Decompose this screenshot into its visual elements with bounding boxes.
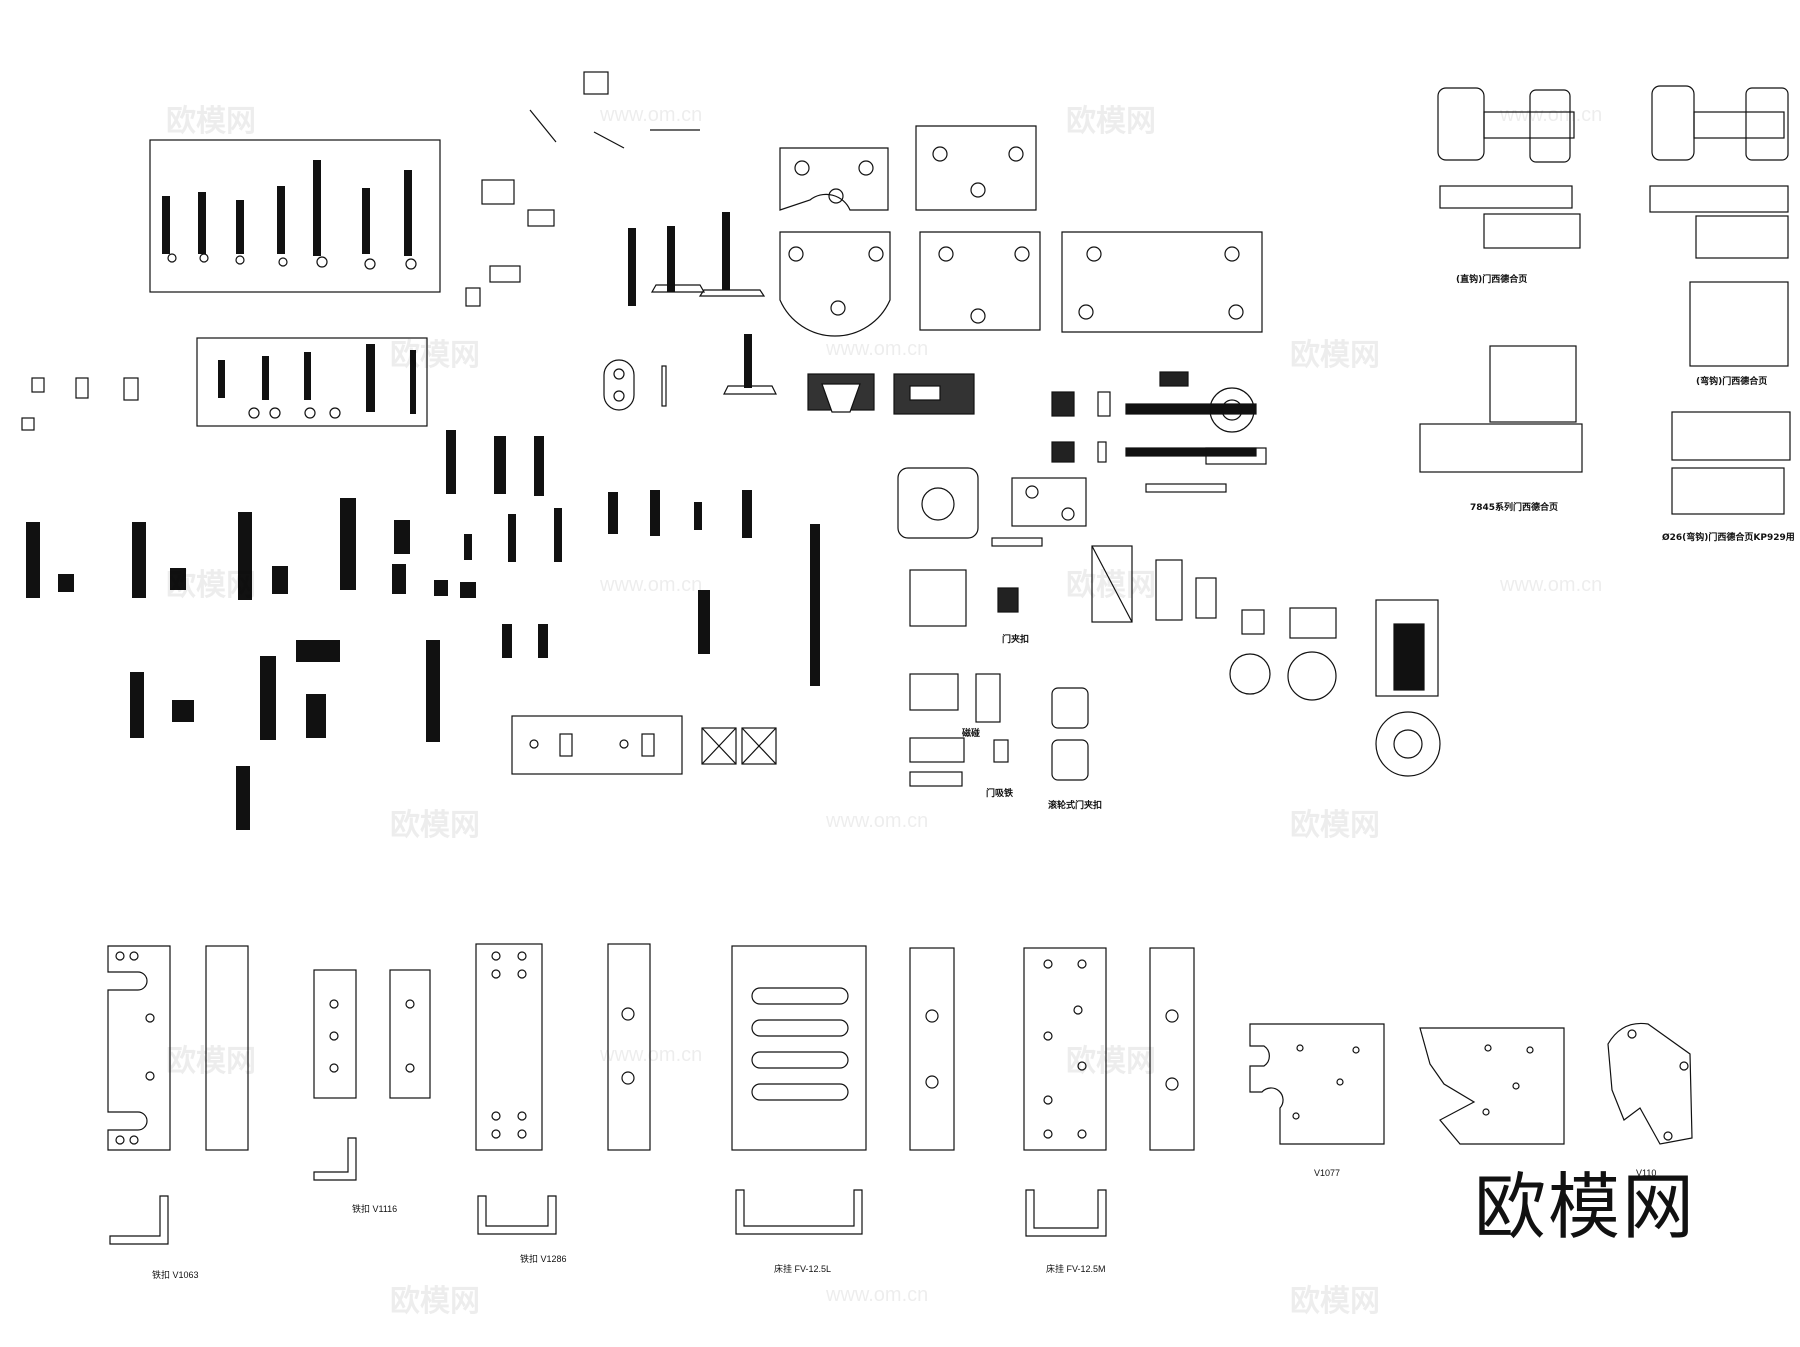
watermark-text: 欧模网 xyxy=(166,1044,256,1079)
code-v1077: V1077 xyxy=(1314,1168,1341,1178)
code-v1116: 铁扣 V1116 xyxy=(352,1204,398,1214)
watermark-text: 欧模网 xyxy=(1066,568,1156,603)
watermark-url: www.om.cn xyxy=(826,810,929,832)
label-magnet: 磁碰 xyxy=(962,729,981,739)
watermark-url: www.om.cn xyxy=(826,1284,929,1306)
screw-panel-top xyxy=(149,139,441,293)
feet-bases xyxy=(650,284,777,395)
brand-logo: 欧模网 xyxy=(1474,1165,1697,1249)
corner-brackets-top xyxy=(465,71,700,307)
code-fv125m: 床挂 FV-12.5M xyxy=(1046,1264,1106,1274)
label-door-clamp: 门夹扣 xyxy=(1002,635,1030,645)
hinge-plate-strip xyxy=(511,715,777,775)
watermark-url: www.om.cn xyxy=(600,574,703,596)
watermark-text: 欧模网 xyxy=(166,104,256,139)
bed-bracket-row xyxy=(107,943,1693,1245)
label-hinge-bent: (弯钩)门西德合页 xyxy=(1696,377,1768,387)
label-hinge-7845: 7845系列门西德合页 xyxy=(1470,503,1559,513)
threaded-inserts xyxy=(26,498,440,830)
watermark-text: 欧模网 xyxy=(166,568,256,603)
watermark-text: 欧模网 xyxy=(390,808,480,843)
watermark-text: 欧模网 xyxy=(1290,808,1380,843)
label-roller-catch: 滚轮式门夹扣 xyxy=(1048,801,1103,811)
screw-panel-middle xyxy=(196,337,428,427)
watermark-text: 欧模网 xyxy=(1066,104,1156,139)
section-profiles xyxy=(807,373,975,415)
watermark-url: www.om.cn xyxy=(1500,574,1603,596)
code-v110x: V110 xyxy=(1636,1168,1657,1178)
watermark-text: 欧模网 xyxy=(1290,1284,1380,1319)
watermark-url: www.om.cn xyxy=(600,104,703,126)
cam-bolts xyxy=(1051,371,1267,493)
mounting-plates xyxy=(779,125,1263,337)
concealed-hinges xyxy=(1419,85,1791,515)
label-hinge-straight: (直钩)门西德合页 xyxy=(1456,275,1528,285)
door-catches xyxy=(897,467,1441,787)
small-bits-left xyxy=(21,377,139,431)
watermark-text: 欧模网 xyxy=(390,1284,480,1319)
adjustable-feet xyxy=(628,212,752,388)
watermark-url: www.om.cn xyxy=(826,338,929,360)
bolt-group-center xyxy=(394,430,820,686)
watermark-text: 欧模网 xyxy=(390,338,480,373)
label-hinge-kp929: Ø26(弯钩)门西德合页KP929用 xyxy=(1662,533,1795,543)
watermark-url: www.om.cn xyxy=(1500,104,1603,126)
watermark-text: 欧模网 xyxy=(1066,1044,1156,1079)
watermark-url: www.om.cn xyxy=(600,1044,703,1066)
code-fv125l: 床挂 FV-12.5L xyxy=(774,1264,832,1274)
code-v1286: 铁扣 V1286 xyxy=(520,1254,567,1264)
figure-eight-connector xyxy=(603,359,667,411)
code-v1063: 铁扣 V1063 xyxy=(152,1270,199,1280)
watermark-text: 欧模网 xyxy=(1290,338,1380,373)
label-door-latch: 门吸铁 xyxy=(986,789,1014,799)
